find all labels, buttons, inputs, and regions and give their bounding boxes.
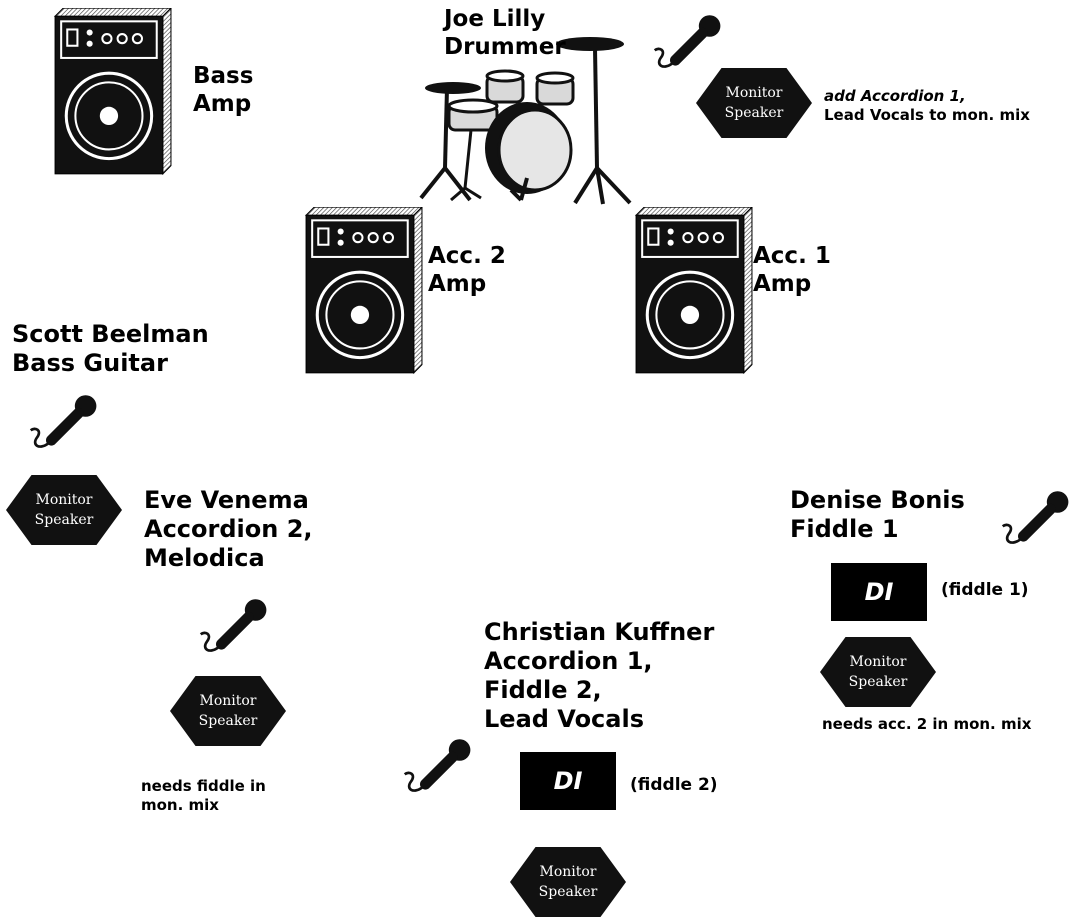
speaker-label: Speaker xyxy=(848,674,908,690)
christian-mic-icon xyxy=(402,736,474,800)
eve-monitor-speaker-icon: Monitor Speaker xyxy=(170,676,286,746)
monitor-label: Monitor xyxy=(539,864,597,880)
denise-monitor-note: needs acc. 2 in mon. mix xyxy=(822,715,1032,733)
scott-mic-icon xyxy=(28,392,100,456)
denise-bonis-label: Denise Bonis Fiddle 1 xyxy=(790,486,965,543)
di-box-fiddle1: DI xyxy=(831,563,927,621)
fiddle2-di-note: (fiddle 2) xyxy=(630,775,718,795)
christian-kuffner-label: Christian Kuffner Accordion 1, Fiddle 2,… xyxy=(484,618,715,733)
denise-monitor-speaker-icon: Monitor Speaker xyxy=(820,637,936,707)
speaker-label: Speaker xyxy=(724,105,784,121)
di-box-fiddle2: DI xyxy=(520,752,616,810)
scott-monitor-speaker-icon: Monitor Speaker xyxy=(6,475,122,545)
fiddle1-di-note: (fiddle 1) xyxy=(941,580,1029,600)
drummer-monitor-note: add Accordion 1, Lead Vocals to mon. mix xyxy=(824,87,1030,124)
acc1-amp-label: Acc. 1 Amp xyxy=(753,243,831,297)
monitor-label: Monitor xyxy=(199,693,257,709)
christian-monitor-speaker-icon: Monitor Speaker xyxy=(510,847,626,917)
drummer-monitor-speaker-icon: Monitor Speaker xyxy=(696,68,812,138)
speaker-label: Speaker xyxy=(198,713,258,729)
eve-mic-icon xyxy=(198,596,270,660)
acc2-amp-icon xyxy=(302,207,424,375)
bass-amp-icon xyxy=(51,8,173,176)
monitor-label: Monitor xyxy=(35,492,93,508)
speaker-label: Speaker xyxy=(538,884,598,900)
eve-venema-label: Eve Venema Accordion 2, Melodica xyxy=(144,486,313,572)
speaker-label: Speaker xyxy=(34,512,94,528)
monitor-label: Monitor xyxy=(725,85,783,101)
drummer-mic-icon xyxy=(652,12,724,76)
monitor-label: Monitor xyxy=(849,654,907,670)
eve-monitor-note: needs fiddle in mon. mix xyxy=(141,777,266,814)
drum-kit-icon xyxy=(419,37,632,205)
joe-lilly-label: Joe Lilly Drummer xyxy=(444,6,566,60)
acc1-amp-icon xyxy=(632,207,754,375)
denise-mic-icon xyxy=(1000,488,1072,552)
bass-amp-label: Bass Amp xyxy=(193,63,254,117)
scott-beelman-label: Scott Beelman Bass Guitar xyxy=(12,320,209,377)
acc2-amp-label: Acc. 2 Amp xyxy=(428,243,506,297)
